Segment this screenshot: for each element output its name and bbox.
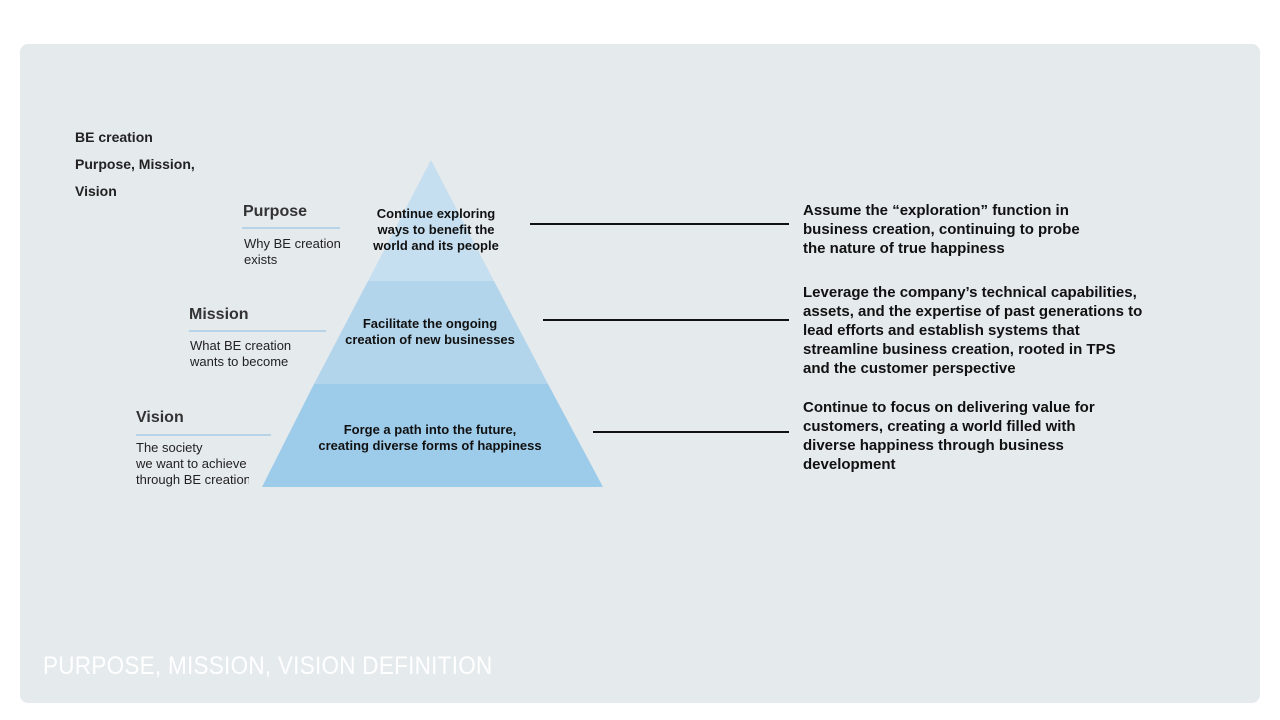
detail-line: and the customer perspective (803, 360, 1016, 377)
detail-line: customers, creating a world filled with (803, 418, 1076, 435)
vision-detail: Continue to focus on delivering value fo… (803, 398, 1095, 474)
vision-connector (593, 431, 789, 433)
mission-underline (189, 330, 326, 332)
purpose-connector (530, 223, 789, 225)
detail-line: streamline business creation, rooted in … (803, 341, 1116, 358)
purpose-detail: Assume the “exploration” function in bus… (803, 201, 1080, 258)
detail-line: Assume the “exploration” function in (803, 202, 1069, 219)
tier-line: Facilitate the ongoing (362, 316, 498, 331)
pyramid-tier-mission (314, 281, 548, 384)
desc-line: Why BE creation (244, 236, 341, 251)
slide-panel (20, 44, 1260, 703)
side-title: BE creation Purpose, Mission, Vision (75, 124, 195, 205)
tier-line: Continue exploring (376, 206, 496, 221)
tier-line: creating diverse forms of happiness (318, 438, 542, 453)
vision-pyramid-text: Forge a path into the future, creating d… (290, 422, 570, 454)
tier-line: world and its people (373, 238, 499, 253)
side-title-line: Purpose, Mission, (75, 156, 195, 172)
desc-line: exists (244, 252, 278, 267)
detail-line: business creation, continuing to probe (803, 221, 1080, 238)
detail-line: the nature of true happiness (803, 240, 1005, 257)
vision-underline (136, 434, 271, 436)
side-title-line: BE creation (75, 129, 153, 145)
desc-line: we want to achieve (136, 456, 247, 471)
detail-line: development (803, 456, 896, 473)
detail-line: lead efforts and establish systems that (803, 322, 1080, 339)
pyramid-tier-purpose (368, 160, 494, 281)
vision-description: The society we want to achieve through B… (136, 440, 249, 488)
tier-line: ways to benefit the (377, 222, 495, 237)
tier-line: Forge a path into the future, (343, 422, 517, 437)
mission-pyramid-text: Facilitate the ongoing creation of new b… (320, 316, 540, 348)
tier-line: creation of new businesses (345, 332, 515, 347)
vision-label: Vision (136, 409, 184, 426)
purpose-pyramid-text: Continue exploring ways to benefit the w… (356, 206, 516, 254)
pyramid-tier-vision (262, 384, 603, 487)
desc-line: The society (136, 440, 203, 455)
mission-detail: Leverage the company’s technical capabil… (803, 283, 1142, 378)
footer-title: PURPOSE, MISSION, VISION DEFINITION (43, 652, 493, 680)
desc-line: through BE creation (136, 472, 249, 487)
purpose-label: Purpose (243, 203, 308, 220)
detail-line: diverse happiness through business (803, 437, 1064, 454)
mission-connector (543, 319, 789, 321)
desc-line: What BE creation (190, 338, 292, 353)
side-title-line: Vision (75, 183, 117, 199)
desc-line: wants to become (190, 354, 289, 369)
detail-line: Continue to focus on delivering value fo… (803, 399, 1095, 416)
mission-label: Mission (189, 306, 249, 323)
detail-line: Leverage the company’s technical capabil… (803, 284, 1137, 301)
mission-description: What BE creation wants to become (190, 338, 310, 370)
detail-line: assets, and the expertise of past genera… (803, 303, 1143, 320)
purpose-description: Why BE creation exists (244, 236, 354, 268)
purpose-underline (242, 227, 340, 229)
